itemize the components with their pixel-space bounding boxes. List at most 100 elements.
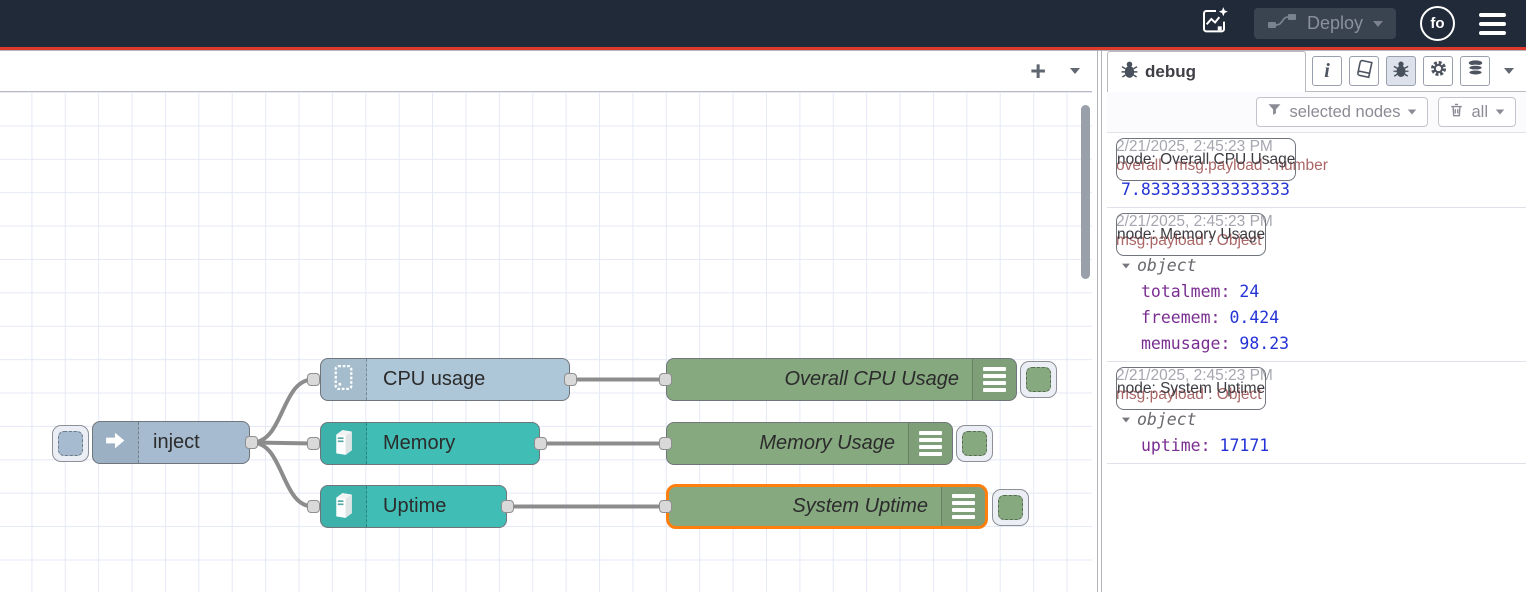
- filter-chevron-icon: [1408, 109, 1417, 115]
- object-entry: freemem: 0.424: [1116, 308, 1517, 327]
- database-icon: [1466, 59, 1485, 83]
- debug-message[interactable]: 2/21/2025, 2:45:23 PM node: System Uptim…: [1107, 362, 1526, 464]
- message-timestamp: 2/21/2025, 2:45:23 PM: [1116, 213, 1273, 230]
- workspace: +: [0, 51, 1092, 592]
- message-path: msg.payload : Object: [1116, 232, 1262, 249]
- sidebar: debug i: [1107, 51, 1526, 592]
- message-source-node: node: System Uptime: [1116, 367, 1267, 410]
- port-debug-uptime-in[interactable]: [659, 500, 672, 513]
- port-cpu-out[interactable]: [564, 373, 577, 386]
- debug-message-list[interactable]: 2/21/2025, 2:45:23 PM node: Overall CPU …: [1107, 132, 1526, 592]
- port-debug-memory-in[interactable]: [659, 437, 672, 450]
- tab-context-button[interactable]: [1460, 56, 1490, 86]
- message-path: msg.payload : Object: [1116, 386, 1262, 403]
- add-flow-button[interactable]: +: [1030, 55, 1046, 86]
- object-expander[interactable]: object: [1116, 410, 1517, 429]
- tab-info-button[interactable]: i: [1312, 56, 1342, 86]
- inject-trigger-button[interactable]: [52, 425, 89, 462]
- header: Deploy fo: [0, 0, 1526, 47]
- node-label: Uptime: [383, 495, 447, 517]
- object-entry: totalmem:24: [1116, 282, 1517, 301]
- entry-key: uptime:: [1141, 436, 1211, 455]
- node-inject[interactable]: inject: [92, 421, 250, 464]
- deploy-chevron-icon: [1373, 20, 1383, 27]
- node-debug-memory[interactable]: Memory Usage: [666, 422, 953, 465]
- node-cpu-usage[interactable]: CPU usage: [320, 358, 570, 401]
- tab-config-button[interactable]: [1423, 56, 1453, 86]
- flow-canvas[interactable]: inject CPU usage: [0, 92, 1092, 592]
- port-uptime-out[interactable]: [501, 500, 514, 513]
- debug-output-icon: [919, 431, 942, 456]
- clear-label: all: [1471, 102, 1488, 121]
- bug-icon: [1392, 60, 1410, 83]
- node-debug-uptime[interactable]: System Uptime: [666, 484, 988, 529]
- tab-help-button[interactable]: [1349, 56, 1379, 86]
- deploy-label: Deploy: [1306, 13, 1363, 33]
- wire[interactable]: [250, 440, 315, 446]
- port-inject-out[interactable]: [245, 436, 258, 449]
- entry-key: memusage:: [1141, 334, 1231, 353]
- bug-icon: [1120, 60, 1139, 84]
- entry-key: totalmem:: [1141, 282, 1231, 301]
- wire[interactable]: [250, 440, 315, 509]
- node-label: Memory Usage: [759, 432, 895, 454]
- book-icon: [1355, 59, 1374, 83]
- message-path: overall : msg.payload : number: [1116, 157, 1328, 174]
- sidebar-splitter[interactable]: [1092, 51, 1107, 592]
- entry-value: 0.424: [1229, 308, 1280, 327]
- port-debug-cpu-in[interactable]: [659, 373, 672, 386]
- sidebar-chevron-icon[interactable]: [1504, 68, 1514, 74]
- flow-sparkle-icon: [1198, 5, 1230, 42]
- deploy-button[interactable]: Deploy: [1253, 8, 1396, 39]
- filter-label: selected nodes: [1289, 102, 1401, 121]
- node-uptime[interactable]: Uptime: [320, 485, 507, 528]
- object-entry: memusage:98.23: [1116, 334, 1517, 353]
- debug-output-icon: [952, 494, 975, 519]
- expand-chevron-icon: [1122, 263, 1130, 268]
- node-label: inject: [153, 431, 200, 453]
- clear-chevron-icon: [1495, 109, 1505, 115]
- entry-value: 17171: [1219, 436, 1270, 455]
- debug-toggle-button[interactable]: [956, 425, 993, 462]
- user-avatar[interactable]: fo: [1420, 6, 1455, 41]
- object-expander[interactable]: object: [1116, 256, 1517, 275]
- debug-toggle-button[interactable]: [1020, 361, 1057, 398]
- main-menu-icon[interactable]: [1479, 12, 1506, 35]
- port-cpu-in[interactable]: [307, 373, 320, 386]
- wire[interactable]: [250, 377, 315, 445]
- wires-layer: [250, 377, 668, 509]
- debug-output-icon: [983, 367, 1006, 392]
- canvas-scrollbar[interactable]: [1081, 105, 1090, 279]
- server-tower-icon: [330, 489, 357, 525]
- header-accent-line: [0, 47, 1526, 50]
- assistant-button[interactable]: [1198, 5, 1230, 42]
- debug-message[interactable]: 2/21/2025, 2:45:23 PM node: Overall CPU …: [1107, 133, 1526, 208]
- node-debug-overall-cpu[interactable]: Overall CPU Usage: [666, 358, 1017, 401]
- tab-debug-button[interactable]: [1386, 56, 1416, 86]
- node-label: CPU usage: [383, 368, 486, 390]
- funnel-icon: [1267, 102, 1282, 122]
- port-memory-out[interactable]: [534, 437, 547, 450]
- server-tower-icon: [330, 426, 357, 462]
- node-memory[interactable]: Memory: [320, 422, 540, 465]
- gear-icon: [1429, 59, 1448, 83]
- message-value: 7.833333333333333: [1121, 180, 1290, 199]
- debug-message[interactable]: 2/21/2025, 2:45:23 PM node: Memory Usage…: [1107, 208, 1526, 362]
- tab-debug[interactable]: debug: [1107, 51, 1306, 92]
- entry-key: freemem:: [1141, 308, 1221, 327]
- trash-icon: [1449, 102, 1464, 123]
- debug-clear-button[interactable]: all: [1438, 97, 1516, 127]
- flow-list-chevron-icon[interactable]: [1070, 68, 1080, 74]
- object-entry: uptime: 17171: [1116, 436, 1517, 455]
- port-memory-in[interactable]: [307, 437, 320, 450]
- debug-toggle-button[interactable]: [992, 489, 1029, 526]
- node-label: Overall CPU Usage: [784, 368, 959, 390]
- deploy-nodes-icon: [1267, 11, 1297, 36]
- debug-filter-button[interactable]: selected nodes: [1256, 97, 1429, 127]
- message-timestamp: 2/21/2025, 2:45:23 PM: [1116, 367, 1273, 384]
- flow-tabbar: +: [0, 51, 1092, 92]
- object-type-label: object: [1137, 410, 1197, 429]
- message-source-node: node: Memory Usage: [1116, 213, 1267, 256]
- port-uptime-in[interactable]: [307, 500, 320, 513]
- node-label: Memory: [383, 432, 456, 454]
